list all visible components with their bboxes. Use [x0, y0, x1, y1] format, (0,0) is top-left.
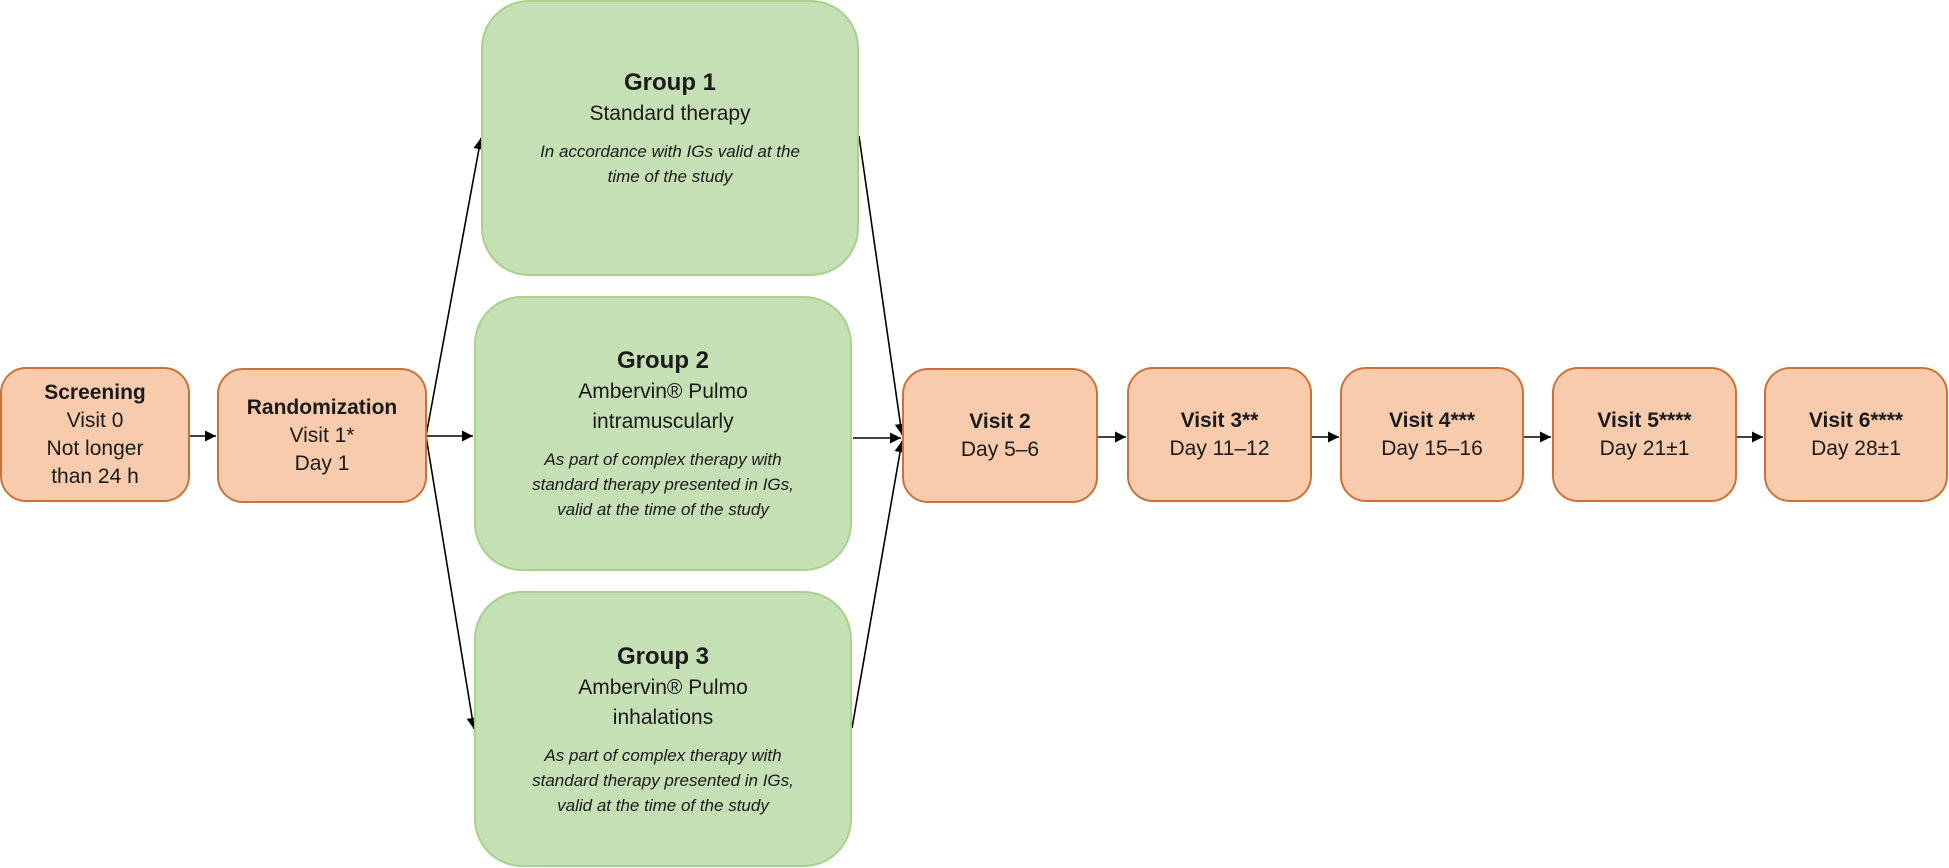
group-note-line: time of the study [607, 167, 733, 186]
group-note-line: standard therapy presented in IGs, [532, 475, 794, 494]
group-note-line: In accordance with IGs valid at the [540, 142, 800, 161]
group-note: In accordance with IGs valid at the time… [540, 139, 800, 189]
group-2-node: Group 2 Ambervin® Pulmo intramuscularly … [474, 296, 852, 571]
group-note-line: standard therapy presented in IGs, [532, 770, 794, 790]
group-title: Group 3 [616, 642, 709, 670]
visit-5-node: Visit 5**** Day 21±1 [1552, 367, 1737, 502]
node-line: Visit 0 [66, 408, 124, 432]
group-note-line: As part of complex therapy with [544, 745, 782, 765]
node-line: Not longer [46, 436, 144, 460]
node-line: Day 1 [294, 451, 350, 475]
arrow-randomization-to-group-3 [425, 435, 478, 730]
node-line: Visit 1* [289, 423, 355, 447]
node-title: Randomization [246, 395, 398, 419]
visit-day: Day 5–6 [960, 437, 1040, 461]
group-line: Ambervin® Pulmo [578, 380, 748, 403]
group-1-node: Group 1 Standard therapy In accordance w… [481, 0, 859, 276]
arrow-randomization-to-group-1 [425, 137, 485, 437]
visit-title: Visit 4*** [1389, 408, 1475, 432]
group-title: Group 2 [616, 347, 709, 374]
group-note-line: As part of complex therapy with [544, 450, 782, 469]
screening-node: Screening Visit 0 Not longer than 24 h [0, 367, 190, 502]
arrow-group-3-to-visit-2 [851, 440, 906, 729]
visit-title: Visit 5**** [1597, 408, 1692, 432]
group-note-line: valid at the time of the study [557, 500, 769, 519]
group-line: Ambervin® Pulmo [578, 675, 748, 699]
visit-2-node: Visit 2 Day 5–6 [902, 368, 1098, 503]
visit-4-node: Visit 4*** Day 15–16 [1340, 367, 1524, 502]
group-line: inhalations [612, 705, 714, 729]
group-3-node: Group 3 Ambervin® Pulmo inhalations As p… [474, 591, 852, 867]
group-note-line: valid at the time of the study [557, 795, 769, 815]
visit-6-node: Visit 6**** Day 28±1 [1764, 367, 1948, 502]
group-title: Group 1 [623, 69, 716, 96]
visit-3-node: Visit 3** Day 11–12 [1127, 367, 1312, 502]
group-note: As part of complex therapy with standard… [532, 447, 794, 522]
node-title: Screening [44, 380, 146, 404]
node-line: than 24 h [51, 464, 139, 488]
group-note: As part of complex therapy with standard… [532, 743, 794, 818]
group-line: Standard therapy [589, 102, 751, 125]
visit-day: Day 15–16 [1381, 436, 1483, 460]
group-line: intramuscularly [592, 410, 734, 433]
visit-day: Day 11–12 [1169, 436, 1270, 460]
randomization-node: Randomization Visit 1* Day 1 [217, 368, 427, 503]
visit-title: Visit 3** [1180, 408, 1259, 432]
visit-title: Visit 6**** [1808, 408, 1904, 432]
arrow-group-1-to-visit-2 [858, 135, 906, 436]
visit-title: Visit 2 [969, 409, 1031, 433]
visit-day: Day 21±1 [1599, 436, 1690, 460]
visit-day: Day 28±1 [1811, 436, 1901, 460]
